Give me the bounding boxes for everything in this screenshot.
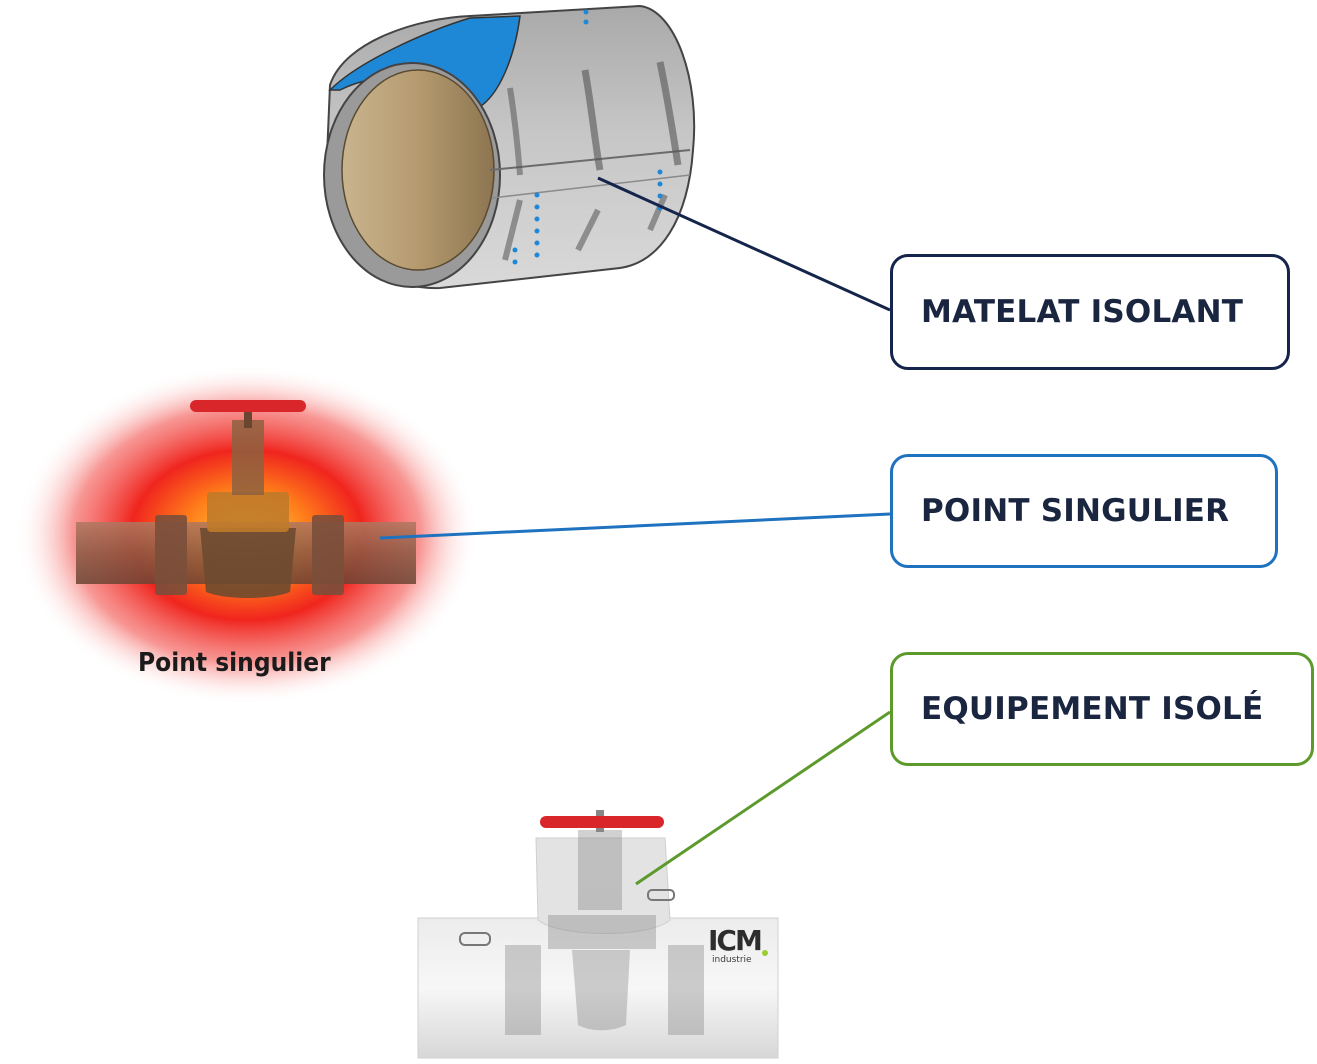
leader-lines xyxy=(379,176,891,886)
insulated-valve-illustration xyxy=(417,810,779,1059)
hot-valve-illustration xyxy=(15,365,479,705)
callout-equipement-label: EQUIPEMENT ISOLÉ xyxy=(921,691,1264,727)
callout-equipement-isole: EQUIPEMENT ISOLÉ xyxy=(890,652,1314,766)
leader-line-point xyxy=(379,512,891,540)
leader-line-matelat xyxy=(597,176,891,312)
icm-logo-sub: industrie xyxy=(712,955,752,965)
callout-matelat-label: MATELAT ISOLANT xyxy=(921,294,1244,330)
callout-point-label: POINT SINGULIER xyxy=(921,493,1230,529)
point-singulier-caption: Point singulier xyxy=(138,648,331,678)
icm-logo-mark: ICM xyxy=(708,924,763,957)
callout-point-singulier: POINT SINGULIER xyxy=(890,454,1278,568)
insulation-blanket-illustration xyxy=(323,4,696,290)
leader-line-equipement xyxy=(635,710,891,886)
callout-matelat-isolant: MATELAT ISOLANT xyxy=(890,254,1290,370)
